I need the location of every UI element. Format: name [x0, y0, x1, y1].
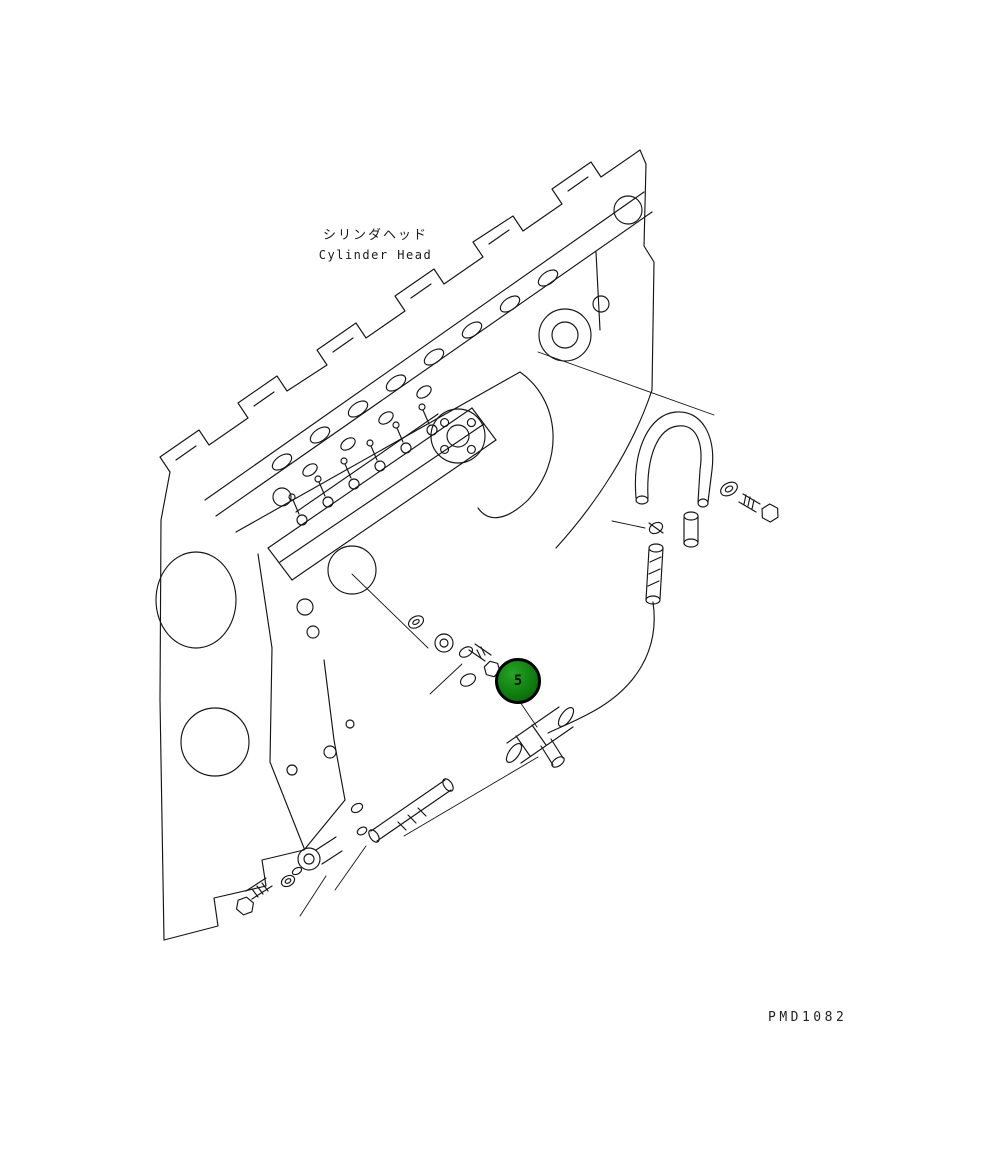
washer-spacer-bolt-hardware [406, 613, 501, 689]
pipe-spacer-sleeve [684, 512, 698, 547]
hex-bolt-right [739, 494, 782, 524]
banjo-fitting [234, 837, 342, 916]
fuel-hose [646, 544, 663, 604]
gear-case [156, 552, 354, 776]
injectors [289, 404, 437, 525]
fuel-line-curve [548, 602, 654, 733]
drawing-code: PMD1082 [768, 1010, 848, 1025]
injection-pump [268, 408, 496, 594]
part-callout-5[interactable]: 5 [495, 658, 541, 704]
part-callout-number: 5 [513, 673, 523, 689]
component-title: シリンダヘッド Cylinder Head [293, 226, 458, 265]
tee-fitting [504, 705, 577, 769]
top-edge-crenellation [160, 150, 640, 472]
lower-fuel-pipe [350, 777, 455, 844]
head-block-outline [160, 150, 654, 940]
leader-lines [300, 352, 714, 916]
component-title-jp: シリンダヘッド [322, 228, 428, 243]
washer-right [718, 479, 740, 498]
pump-flange [431, 409, 485, 463]
hose-clamp [647, 520, 664, 536]
component-title-en: Cylinder Head [318, 248, 433, 263]
port-holes [270, 196, 642, 506]
u-shaped-pipe [635, 412, 712, 507]
